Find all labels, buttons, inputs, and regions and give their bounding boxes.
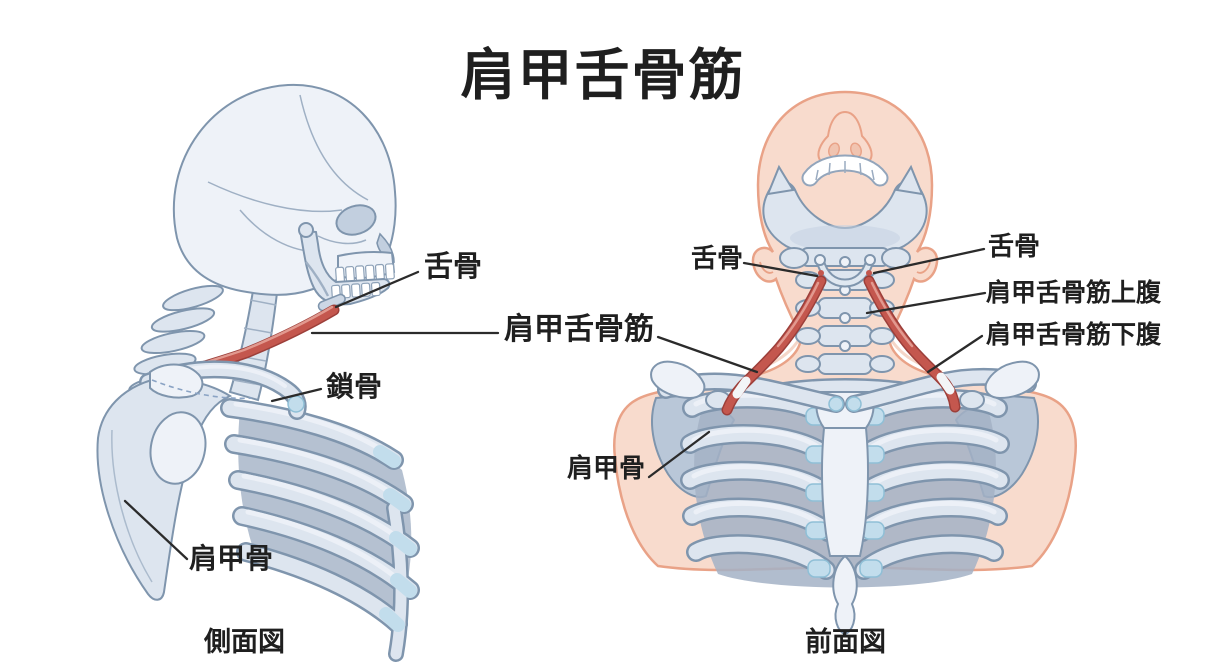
frontal-sternum [815,391,875,636]
label-scapula-lateral: 肩甲骨 [189,542,274,575]
lateral-rib-cage [220,398,420,662]
lower-teeth [331,281,381,300]
frontal-omohyoid-muscles [721,275,961,416]
frontal-mandible [762,154,928,258]
frontal-shoulder-processes [650,360,1040,410]
frontal-hyoid-bone [814,254,876,288]
label-hyoid-frontal-left: 舌骨 [691,244,744,274]
caption-frontal-view: 前面図 [805,627,886,658]
label-omohyoid-inferior-belly: 肩甲舌骨筋下腹 [986,320,1162,349]
lateral-view-illustration [96,83,420,662]
label-omohyoid-center: 肩甲舌骨筋 [504,312,654,347]
caption-lateral-view: 側面図 [204,627,285,658]
frontal-nose [817,110,873,165]
label-scapula-frontal: 肩甲骨 [567,454,646,484]
label-hyoid-frontal-right: 舌骨 [988,232,1041,262]
label-hyoid-lateral: 舌骨 [424,249,483,283]
lateral-skull [172,83,397,306]
diagram-title: 肩甲舌骨筋 [460,43,746,107]
frontal-view-illustration [613,90,1077,636]
leader-lines [123,247,987,561]
label-clavicle-lateral: 鎖骨 [326,370,383,403]
upper-teeth [335,263,395,284]
label-omohyoid-superior-belly: 肩甲舌骨筋上腹 [986,278,1162,307]
lateral-scapula [96,363,253,601]
